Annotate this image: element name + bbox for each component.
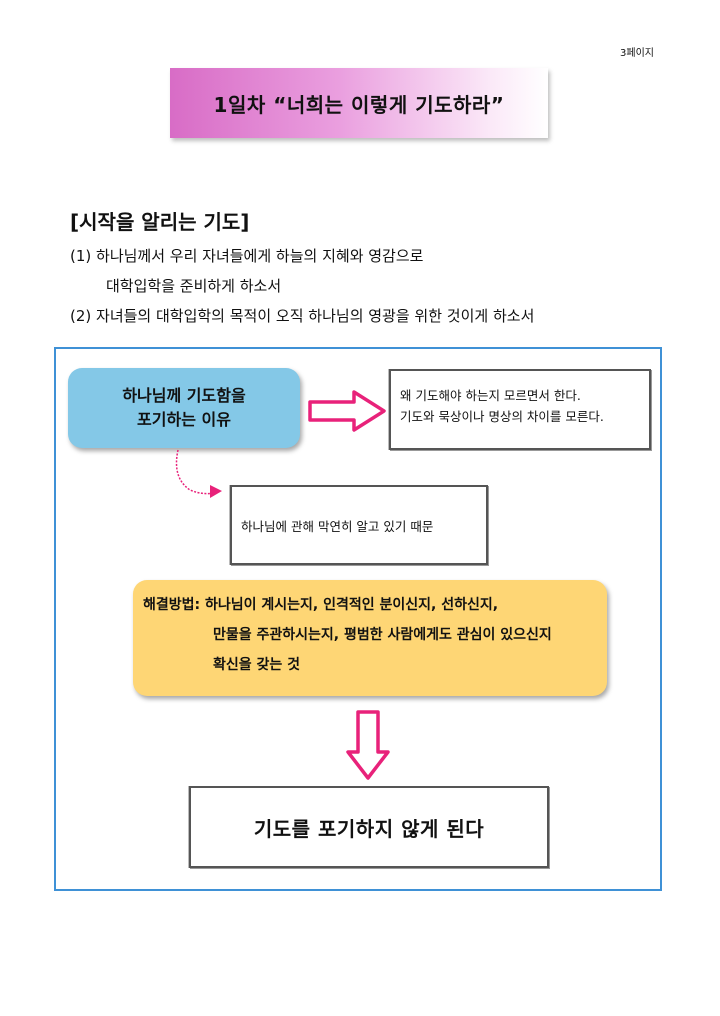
result-box: 기도를 포기하지 않게 된다 — [189, 786, 549, 868]
curved-arrow-icon — [175, 449, 222, 498]
prayer-1-line1: (1) 하나님께서 우리 자녀들에게 하늘의 지혜와 영감으로 — [70, 247, 424, 265]
solution-line2: 만물을 주관하시는지, 평범한 사람에게도 관심이 있으신지 — [213, 627, 552, 643]
page-number: 3페이지 — [620, 48, 654, 59]
prayer-2-line1: (2) 자녀들의 대학입학의 목적이 오직 하나님의 영광을 위한 것이게 하소… — [70, 307, 535, 325]
page-title: 1일차 “너희는 이렇게 기도하라” — [213, 92, 505, 117]
problem-line1: 하나님께 기도함을 — [122, 386, 246, 405]
reason-line1: 왜 기도해야 하는지 모르면서 한다. — [400, 388, 581, 403]
reason-line2: 기도와 묵상이나 명상의 차이를 모른다. — [400, 409, 604, 424]
cause-text: 하나님에 관해 막연히 알고 있기 때문 — [241, 518, 434, 534]
solution-line3: 확신을 갖는 것 — [213, 657, 301, 673]
problem-line2: 포기하는 이유 — [137, 410, 231, 429]
section-heading: [시작을 알리는 기도] — [70, 210, 250, 234]
solution-line1: 해결방법: 하나님이 계시는지, 인격적인 분이신지, 선하신지, — [143, 597, 499, 613]
problem-box: 하나님께 기도함을 포기하는 이유 — [68, 368, 300, 448]
right-arrow-icon — [308, 390, 386, 432]
down-arrow-icon — [346, 710, 390, 780]
title-banner: 1일차 “너희는 이렇게 기도하라” — [170, 68, 548, 138]
prayer-1-line2: 대학입학을 준비하게 하소서 — [106, 277, 282, 295]
diagram-frame — [54, 347, 662, 891]
result-text: 기도를 포기하지 않게 된다 — [253, 816, 485, 841]
reason-box: 왜 기도해야 하는지 모르면서 한다. 기도와 묵상이나 명상의 차이를 모른다… — [389, 369, 651, 450]
cause-box: 하나님에 관해 막연히 알고 있기 때문 — [230, 485, 488, 565]
solution-box: 해결방법: 하나님이 계시는지, 인격적인 분이신지, 선하신지, 만물을 주관… — [133, 580, 607, 696]
